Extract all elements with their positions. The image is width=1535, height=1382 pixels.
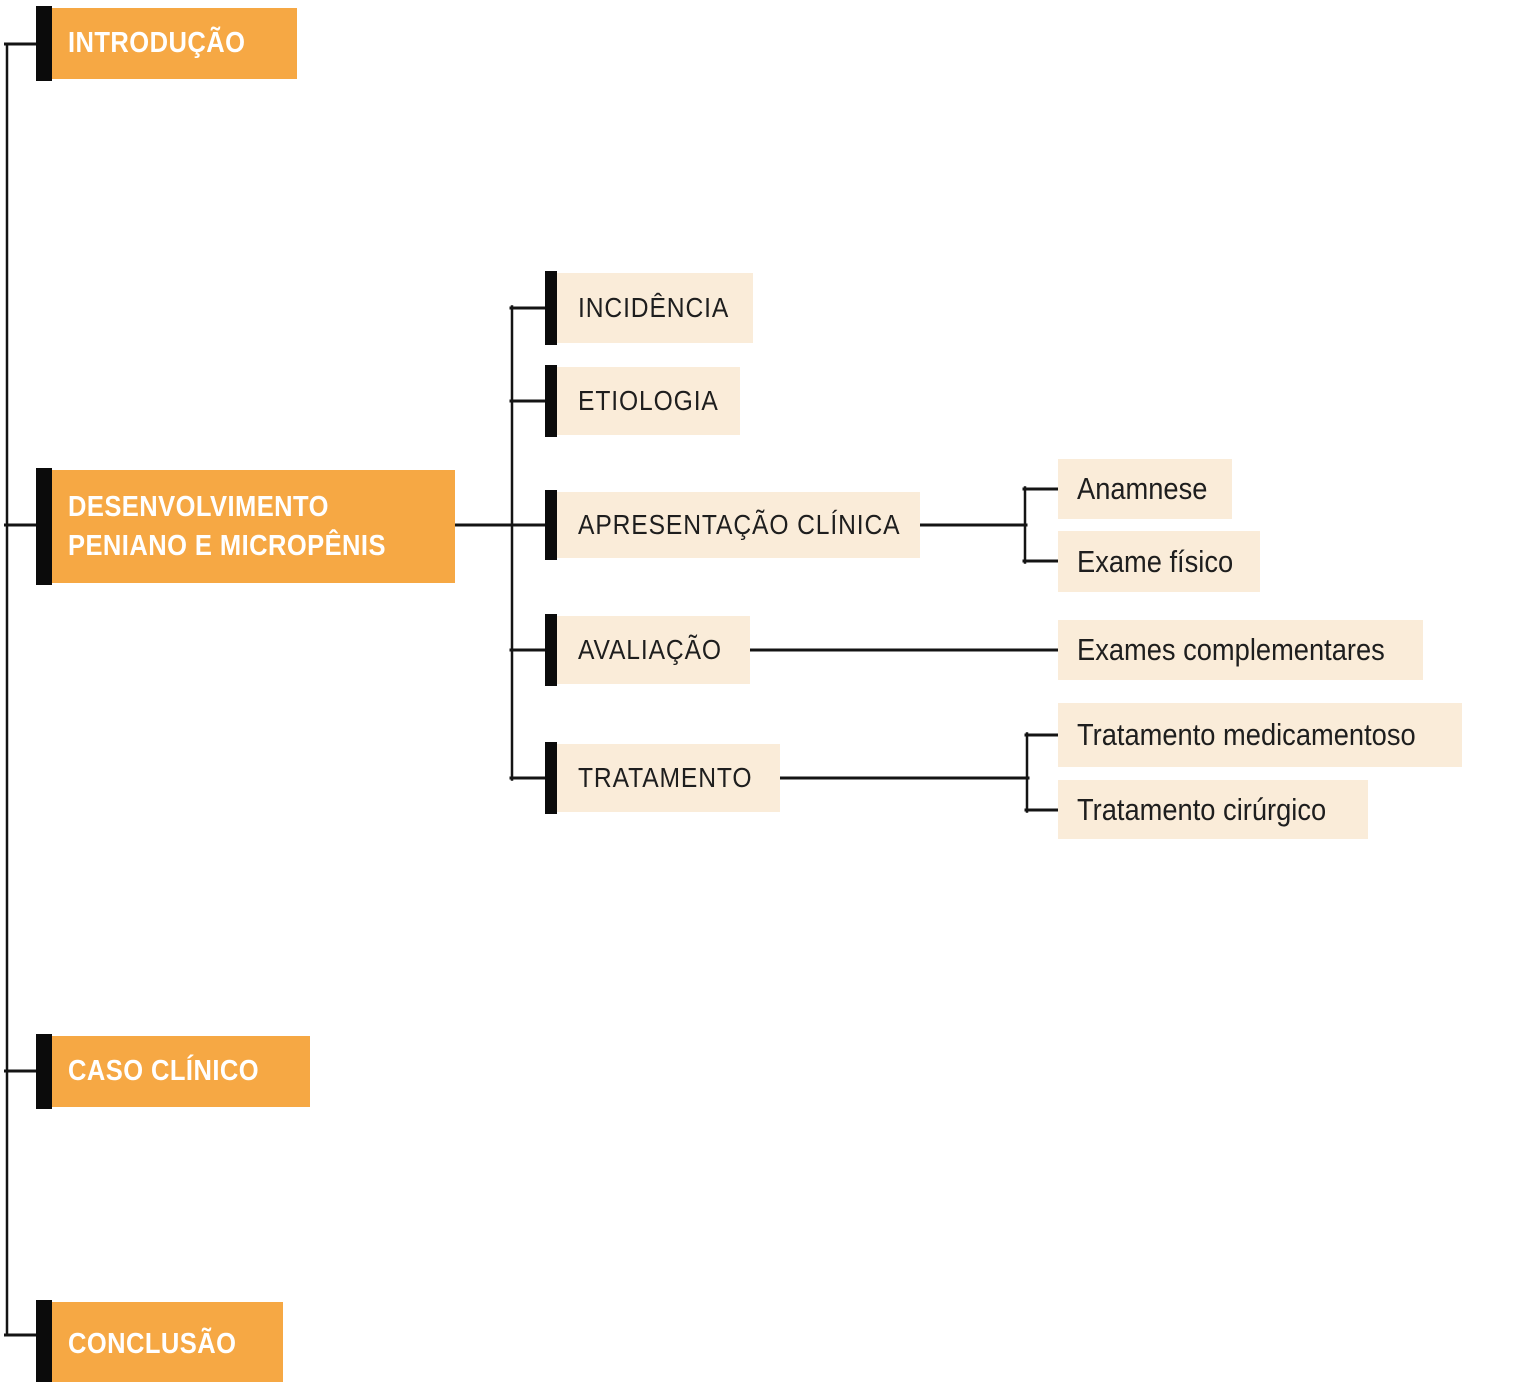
node-label: Exames complementares — [1077, 632, 1385, 667]
node-label: CASO CLÍNICO — [68, 1055, 260, 1088]
node-conclusao[interactable]: CONCLUSÃO — [36, 1300, 283, 1382]
node-avaliacao[interactable]: AVALIAÇÃO — [545, 614, 750, 686]
accent-bar — [36, 1034, 52, 1109]
node-introducao[interactable]: INTRODUÇÃO — [36, 6, 297, 81]
node-incidencia[interactable]: INCIDÊNCIA — [545, 271, 753, 345]
node-desenvolvimento-peniano-e-micropenis[interactable]: DESENVOLVIMENTO PENIANO E MICROPÊNIS — [36, 468, 455, 585]
accent-bar — [545, 742, 557, 814]
node-tratamento-cirurgico[interactable]: Tratamento cirúrgico — [1058, 780, 1368, 839]
node-label: CONCLUSÃO — [68, 1327, 237, 1360]
node-exames-complementares[interactable]: Exames complementares — [1058, 620, 1423, 680]
accent-bar — [36, 1300, 52, 1382]
node-apresentacao-clinica[interactable]: APRESENTAÇÃO CLÍNICA — [545, 490, 920, 560]
accent-bar — [545, 365, 557, 437]
node-label: Exame físico — [1077, 543, 1234, 579]
node-etiologia[interactable]: ETIOLOGIA — [545, 365, 740, 437]
accent-bar — [545, 271, 557, 345]
node-label: INCIDÊNCIA — [578, 292, 730, 323]
accent-bar — [36, 6, 52, 81]
node-label: Anamnese — [1077, 471, 1208, 506]
node-label: Tratamento medicamentoso — [1077, 717, 1416, 752]
accent-bar — [545, 490, 557, 560]
node-label: ETIOLOGIA — [578, 385, 719, 416]
node-label: DESENVOLVIMENTO PENIANO E MICROPÊNIS — [68, 491, 386, 562]
node-tratamento-medicamentoso[interactable]: Tratamento medicamentoso — [1058, 703, 1462, 767]
node-anamnese[interactable]: Anamnese — [1058, 459, 1232, 519]
node-tratamento[interactable]: TRATAMENTO — [545, 742, 780, 814]
node-label: Tratamento cirúrgico — [1077, 791, 1327, 827]
node-label: TRATAMENTO — [578, 762, 753, 793]
accent-bar — [545, 614, 557, 686]
node-label: AVALIAÇÃO — [578, 634, 722, 665]
node-exame-fisico[interactable]: Exame físico — [1058, 531, 1260, 592]
node-caso-clinico[interactable]: CASO CLÍNICO — [36, 1034, 310, 1109]
node-label: INTRODUÇÃO — [68, 27, 246, 60]
accent-bar — [36, 468, 52, 585]
node-label: APRESENTAÇÃO CLÍNICA — [578, 509, 901, 540]
